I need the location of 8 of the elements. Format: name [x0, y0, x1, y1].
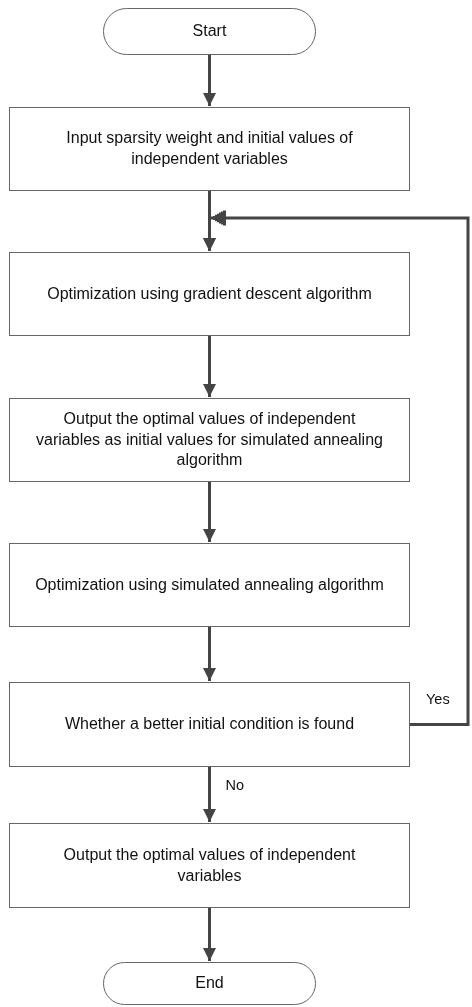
- process-box: Output the optimal values of independent variables: [9, 823, 410, 908]
- decision-box: Whether a better initial condition is found: [9, 682, 410, 767]
- process-box: Input sparsity weight and initial values of independent variables: [9, 107, 410, 191]
- terminal-shape: End: [103, 962, 316, 1005]
- process-box: Optimization using gradient descent algorithm: [9, 252, 410, 336]
- terminal-shape: Start: [103, 8, 316, 55]
- process-box: Optimization using simulated annealing algorithm: [9, 543, 410, 627]
- process-box: Output the optimal values of independent variables as initial values for simulated annealing algorithm: [9, 398, 410, 482]
